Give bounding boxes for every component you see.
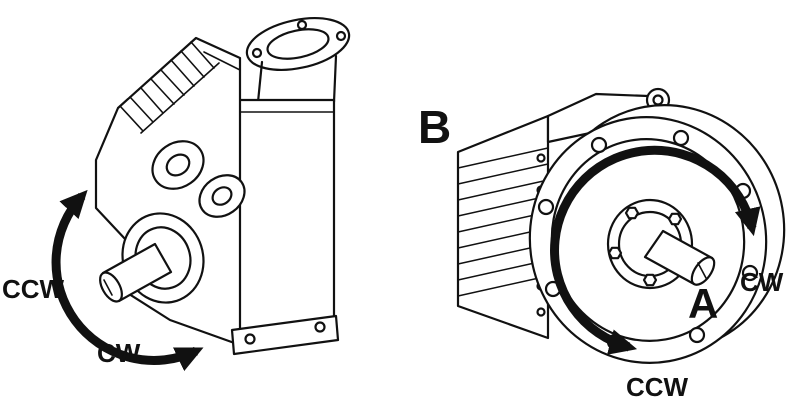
- mounting-foot: [230, 314, 340, 356]
- labels: CCW CW B CW A CCW: [2, 101, 784, 402]
- bearing-covers: [151, 140, 246, 218]
- rotation-arrows: [51, 145, 761, 372]
- foot-bolt-hole: [244, 333, 256, 345]
- hub-bolt: [607, 246, 623, 260]
- left-ccw-label: CCW: [2, 274, 65, 304]
- flange-bolt-hole: [296, 19, 308, 31]
- right-ccw-label: CCW: [626, 372, 689, 402]
- hub-bolt: [667, 212, 683, 226]
- cooling-fins: [119, 41, 220, 134]
- right-b-label: B: [418, 101, 451, 153]
- hub-bolt: [642, 273, 658, 287]
- right-a-label: A: [688, 280, 718, 327]
- foot-bolt-hole: [314, 321, 326, 333]
- left-cw-label: CW: [97, 338, 141, 368]
- lifting-lug-hole: [652, 94, 664, 106]
- input-flange: [245, 17, 351, 104]
- flange-bolt-hole: [251, 47, 263, 59]
- right-gearbox-illustration: [456, 87, 786, 364]
- left-gearbox-illustration: [94, 17, 351, 356]
- right-rotation-arrow: [550, 145, 761, 355]
- flange-bolt-hole: [335, 30, 347, 42]
- left-rotation-arrow: [51, 189, 204, 372]
- gear-housing-ridge: [203, 51, 241, 71]
- hub-bolt: [624, 206, 640, 220]
- right-cw-label: CW: [740, 267, 784, 297]
- housing-column: [236, 98, 336, 342]
